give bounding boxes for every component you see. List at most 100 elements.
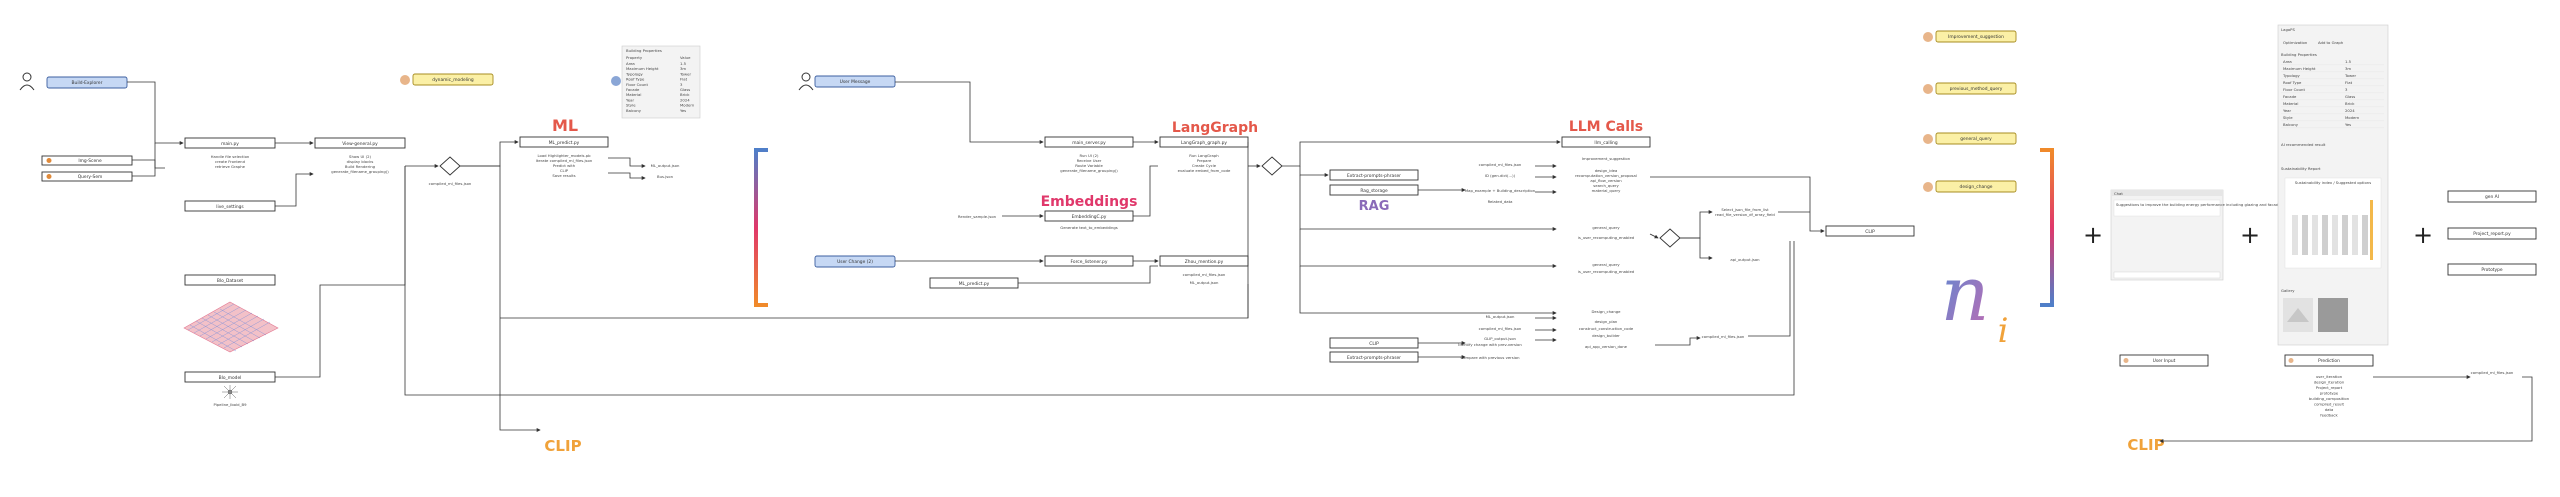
graph-note-2: Prepare	[1197, 158, 1212, 163]
json-parser-note-2: read_file_version_df_array_field	[1715, 212, 1775, 217]
app-bar	[2342, 215, 2348, 255]
blo-dataset-box[interactable]	[184, 274, 276, 286]
llm-calling-label: llm_calling	[1594, 140, 1617, 146]
input-label-1: Img-Scene	[78, 158, 102, 164]
final-output-label: compiled_ml_files.json	[2471, 370, 2514, 375]
input-label-2: Query-Sem	[78, 174, 103, 180]
general-query-bubble[interactable]	[1935, 132, 2017, 145]
previous-method-bubble[interactable]	[1935, 82, 2017, 95]
design-note-2: construct_construction_code	[1579, 326, 1634, 331]
app-bar	[2292, 215, 2298, 255]
properties-header-1: Value	[680, 55, 691, 60]
logo-i: i	[1998, 311, 2009, 351]
prediction-icon	[2288, 358, 2294, 363]
server-note-4: generate_filename_grouping()	[1060, 168, 1118, 173]
prediction-note: data	[2325, 407, 2334, 412]
main-note-2: create Frontend	[215, 159, 246, 164]
app-property-key: Material	[2283, 101, 2298, 106]
properties-key: Balcony	[626, 108, 642, 113]
ml-predict-box[interactable]	[519, 136, 609, 148]
api-output-label: api_output.json	[1730, 257, 1760, 262]
dynamic-bubble[interactable]	[412, 73, 494, 86]
user-input-button[interactable]	[2119, 354, 2209, 367]
app-property-key: Area	[2283, 59, 2292, 64]
server-note-2: Receive User	[1077, 158, 1102, 163]
app-scale-bar	[2370, 200, 2373, 260]
rag-box-1[interactable]	[1329, 169, 1419, 181]
user-icon-middle	[798, 72, 814, 91]
app-property-key: Roof Type	[2283, 80, 2302, 85]
prediction-button[interactable]	[2284, 354, 2374, 367]
section-bracket-1	[754, 148, 768, 307]
llm-note-3: recomputation_version_proposal	[1575, 173, 1637, 178]
app-property-key: Facade	[2283, 94, 2297, 99]
app-section-gallery: Gallery	[2281, 288, 2295, 293]
server-note-3: Route Variable	[1075, 163, 1103, 168]
app-section-sustain: Sustainability Report	[2281, 166, 2321, 171]
rag-note-1: compiled_ml_files.json	[1479, 162, 1522, 167]
ml-note-2: Iterate compiled_ml_files.json	[536, 158, 593, 163]
embeddings-label: Embeddings	[1041, 194, 1138, 210]
app-property-value: Glass	[2345, 94, 2355, 99]
user-message-bubble[interactable]	[814, 75, 896, 88]
improvement-bubble-label: Improvement_suggestion	[1948, 34, 2004, 40]
view-general-box[interactable]	[314, 137, 406, 149]
clip-box-right[interactable]	[1825, 225, 1915, 237]
blo-dataset-label: Blo_Dataset	[217, 278, 244, 284]
llm-calling-box[interactable]	[1561, 136, 1651, 148]
plus-sign-2: +	[2240, 221, 2260, 249]
chat-input[interactable]	[2113, 271, 2221, 279]
chat-message-text: Suggestions to improve the building ener…	[2116, 202, 2296, 207]
app-property-value: 1.5	[2345, 59, 2352, 64]
properties-key: Typology	[625, 71, 643, 76]
gallery-image-2[interactable]	[2318, 298, 2348, 332]
prediction-note: Project_report	[2316, 385, 2343, 390]
bubble-avatar-2	[1923, 84, 1933, 94]
properties-key: Facade	[626, 87, 640, 92]
gen-ai-label: gen AI	[2485, 194, 2499, 200]
ml-output-1: ML_output.json	[651, 163, 680, 168]
user-bubble-left[interactable]	[46, 76, 128, 89]
input-img-scene[interactable]	[41, 155, 133, 166]
app-property-value: Flat	[2345, 80, 2353, 85]
input-query-sem[interactable]	[41, 171, 133, 182]
design-change-bubble[interactable]	[1935, 180, 2017, 193]
gallery-shape-1	[2287, 308, 2309, 322]
properties-value: 3	[680, 82, 683, 87]
clip-label-right: CLIP	[2127, 436, 2164, 454]
app-property-key: Year	[2283, 108, 2291, 113]
ml-predict-2-label: ML_predict.py	[959, 281, 990, 287]
app-tab-2[interactable]: Add to Graph	[2318, 40, 2344, 45]
design-change-bubble-label: design_change	[1960, 184, 1993, 190]
prototype-button[interactable]	[2447, 263, 2537, 276]
app-property-value: Tower	[2344, 73, 2356, 78]
app-property-value: Modern	[2345, 115, 2360, 120]
table-avatar	[611, 76, 621, 86]
graph-note-4: evaluate embed_from_code	[1178, 168, 1231, 173]
properties-key: Area	[626, 61, 635, 66]
bubble-avatar-4	[1923, 182, 1933, 192]
app-tab-1[interactable]: Optimization	[2283, 40, 2308, 45]
app-bar	[2332, 215, 2338, 255]
view-note-3: Build Rendering	[345, 164, 376, 169]
properties-value: Modern	[680, 103, 695, 108]
gen-ai-button[interactable]	[2447, 190, 2537, 203]
properties-key: Floor Count	[626, 82, 648, 87]
dynamic-bubble-label: dynamic_modeling	[432, 77, 474, 83]
render-sample-label: Render_sample.json	[958, 214, 997, 219]
recompute-note: general_query	[1592, 225, 1620, 230]
properties-key: Year	[626, 97, 634, 102]
properties-value: Flat	[680, 77, 688, 82]
rag-note-3: Map_example + Building_description	[1465, 188, 1536, 193]
user-change-bubble[interactable]	[814, 255, 896, 268]
project-report-button[interactable]	[2447, 227, 2537, 240]
llm-note-2: design_idea	[1595, 168, 1618, 173]
prediction-notes: user_iterationdesign_iterationProject_re…	[2309, 374, 2350, 418]
plus-sign-1: +	[2083, 221, 2103, 249]
recompute-note-2: is_user_recomputing_enabled	[1578, 235, 1635, 240]
design-note-4: api_app_version_done	[1585, 344, 1628, 349]
improvement-bubble[interactable]	[1935, 30, 2017, 43]
zhou-output-1: compiled_ml_files.json	[1183, 272, 1226, 277]
general-query-note-2: is_user_recomputing_enabled	[1578, 269, 1635, 274]
